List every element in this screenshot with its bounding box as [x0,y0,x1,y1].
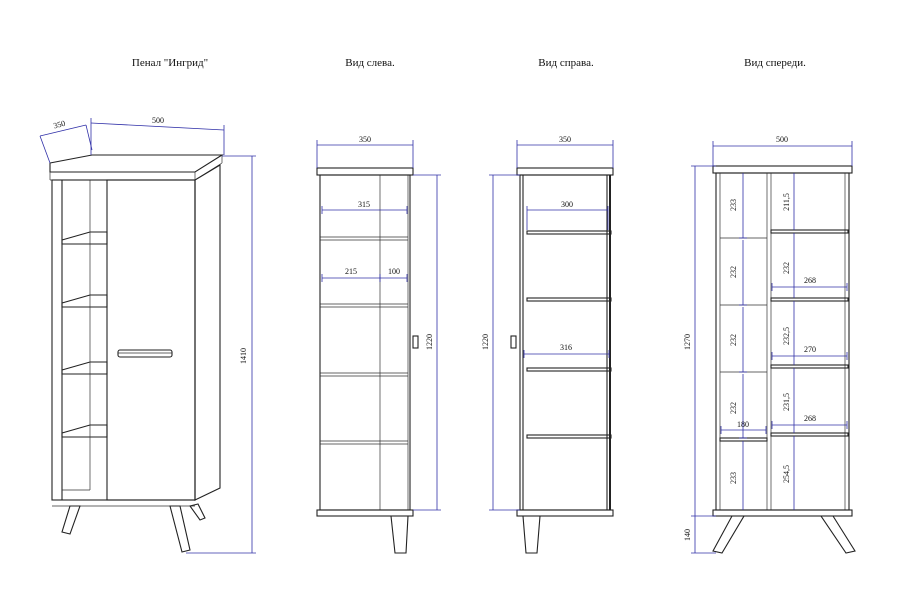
dim-left-cell: 233 [729,199,738,211]
dim-legs: 140 [683,529,692,541]
dim-shelf-width: 270 [804,345,816,354]
shelf [770,229,849,234]
dim-left-part: 215 [345,267,357,276]
dim-bottom-shelf: 180 [737,420,749,429]
door-handle [510,335,517,349]
leg [522,515,541,554]
dim-inner: 315 [358,200,370,209]
dim-height: 1410 [239,348,248,364]
side-panel [194,164,221,501]
base [712,509,853,517]
shelf [770,432,849,437]
base [316,509,414,517]
leg [390,515,409,554]
leg [189,503,206,521]
leg [61,505,81,535]
dim-height: 1220 [481,334,490,350]
shelf [719,437,768,442]
front-view: 233 232 232 232 233 211,5 232 232,5 231,… [683,135,856,554]
perspective-shelf [61,361,108,375]
dim-right-cell: 232 [782,262,791,274]
title-left-view: Вид слева. [345,57,395,69]
dim-width: 500 [776,135,788,144]
cabinet-door [106,179,196,501]
dim-width: 350 [359,135,371,144]
perspective-view: 350 500 1410 [39,116,256,554]
leg [819,515,856,554]
right-view: 350 300 316 1220 [481,135,614,554]
shelf [526,297,612,302]
title-front-view: Вид спереди. [744,57,806,69]
top-slab [49,154,224,173]
top-slab [316,167,414,176]
dim-right-part: 100 [388,267,400,276]
dim-right-cell: 232,5 [782,327,791,345]
dim-left-cell: 232 [729,334,738,346]
cabinet-body [319,174,411,511]
shelf [770,297,849,302]
perspective-shelf [61,424,108,438]
title-perspective: Пенал "Ингрид" [132,57,208,69]
dim-left-cell: 232 [729,402,738,414]
perspective-shelf [61,231,108,245]
dim-top-shelf: 300 [561,200,573,209]
top-slab [516,167,614,176]
shelf [770,364,849,369]
shelf [526,367,612,372]
base [516,509,614,517]
door-handle [412,335,419,349]
top-slab [712,165,853,174]
shelf [526,230,612,235]
dim-left-cell: 233 [729,472,738,484]
title-right-view: Вид справа. [538,57,594,69]
dim-width: 350 [559,135,571,144]
door-handle [117,349,173,358]
cabinet-body [51,179,196,501]
dim-right-cell: 231,5 [782,393,791,411]
dim-right-cell: 211,5 [782,193,791,211]
dim-shelf-width: 268 [804,276,816,285]
leg [169,505,191,553]
dim-height: 1270 [683,334,692,350]
shelf [526,434,612,439]
left-view: 350 315 215 100 1220 [316,135,441,554]
dim-height: 1220 [425,334,434,350]
dim-shelf-width: 268 [804,414,816,423]
dim-right-cell: 254,5 [782,465,791,483]
dim-mid-shelf: 316 [560,343,572,352]
dim-width: 500 [152,116,164,125]
leg [712,515,745,554]
dim-left-cell: 232 [729,266,738,278]
perspective-shelf [61,294,108,308]
dim-depth: 350 [52,119,66,131]
